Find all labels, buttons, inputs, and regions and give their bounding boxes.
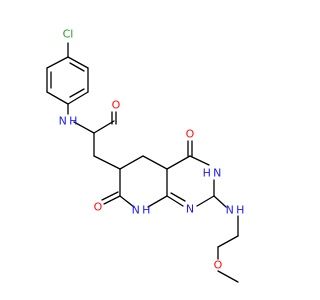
chlorine-label: Cl — [63, 28, 74, 41]
bicyclic-core — [101, 140, 215, 208]
amide-oxygen-label: O — [112, 99, 121, 112]
ether-oxygen-label: O — [214, 259, 223, 272]
lactam-nh-label: N H — [132, 204, 151, 217]
side-chain-nh-label: N H — [226, 204, 245, 217]
chemical-structure-diagram: Cl N H O O H N O N H N N H O — [46, 28, 245, 283]
keto-oxygen-label: O — [186, 128, 195, 141]
lactam-oxygen-label: O — [94, 201, 103, 214]
amide-linker — [67, 103, 121, 170]
methoxyethylamino-chain — [213, 195, 239, 283]
amide-nh-label: N H — [59, 115, 78, 128]
chlorophenyl-ring — [46, 42, 89, 105]
ring-nitrogen-label: N — [186, 203, 194, 216]
ring-nh-label: H N — [203, 167, 222, 180]
